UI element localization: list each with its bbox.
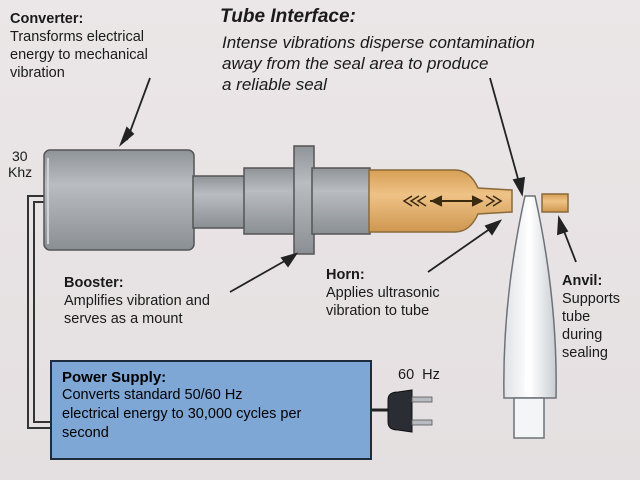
- plug-icon: [372, 389, 433, 433]
- booster-desc-line-2: serves as a mount: [64, 311, 183, 327]
- anvil-desc-line-1: Supports: [562, 291, 621, 307]
- anvil-block: [541, 193, 569, 213]
- horn-title: Horn:: [326, 267, 365, 283]
- tube-interface-line-1: Intense vibrations disperse contaminatio…: [222, 33, 535, 52]
- vibration-arrow: [402, 195, 503, 207]
- anvil-desc-line-2: tube: [562, 309, 591, 325]
- tube-interface-desc: Intense vibrations disperse contaminatio…: [222, 32, 535, 95]
- tube-interface-title: Tube Interface:: [220, 6, 356, 27]
- connecting-cable: [27, 195, 52, 429]
- converter-desc-line-1: Transforms electrical: [10, 29, 145, 45]
- power-supply-box: Power Supply: Converts standard 50/60 Hz…: [50, 360, 372, 460]
- converter-title: Converter:: [10, 11, 84, 27]
- converter-unit: [43, 149, 195, 251]
- anvil-label: Anvil: Supports tube during sealing: [562, 272, 620, 362]
- tube-interface-line-2: away from the seal area to produce: [222, 54, 489, 73]
- horn-unit: [368, 169, 513, 233]
- frequency-unit: Khz: [8, 164, 33, 180]
- horn-label: Horn: Applies ultrasonic vibration to tu…: [326, 266, 440, 320]
- power-supply-line-3: second: [62, 425, 109, 441]
- power-supply-line-1: Converts standard 50/60 Hz: [62, 387, 243, 403]
- power-supply-title: Power Supply:: [62, 369, 167, 386]
- tube: [503, 195, 557, 439]
- booster-unit: [243, 145, 371, 255]
- power-supply-line-2: electrical energy to 30,000 cycles per: [62, 406, 302, 422]
- converter-label: Converter: Transforms electrical energy …: [10, 10, 148, 82]
- mains-frequency-label: 60 Hz: [398, 367, 440, 383]
- frequency-value: 30: [12, 148, 28, 164]
- converter-shaft: [192, 175, 248, 229]
- converter-desc-line-3: vibration: [10, 65, 65, 81]
- frequency-label: 30 Khz: [8, 148, 32, 180]
- tube-interface-line-3: a reliable seal: [222, 75, 327, 94]
- booster-title: Booster:: [64, 275, 124, 291]
- anvil-desc-line-4: sealing: [562, 345, 608, 361]
- pointer-lines: [118, 77, 577, 293]
- booster-label: Booster: Amplifies vibration and serves …: [64, 274, 210, 328]
- horn-desc-line-2: vibration to tube: [326, 303, 430, 319]
- anvil-title: Anvil:: [562, 273, 603, 289]
- horn-desc-line-1: Applies ultrasonic: [326, 285, 440, 301]
- converter-desc-line-2: energy to mechanical: [10, 47, 148, 63]
- booster-desc-line-1: Amplifies vibration and: [64, 293, 210, 309]
- tube-interface-label: Tube Interface:: [220, 6, 356, 28]
- anvil-desc-line-3: during: [562, 327, 603, 343]
